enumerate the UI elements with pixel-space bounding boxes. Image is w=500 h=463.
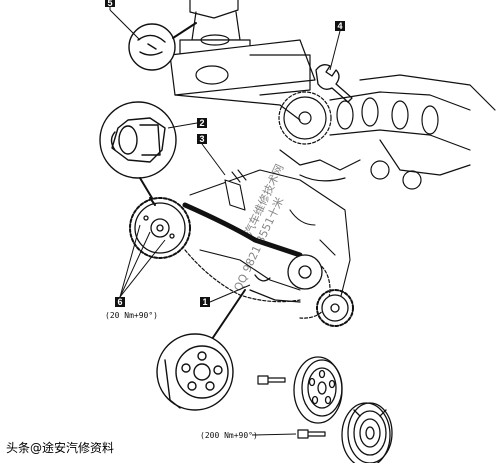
top-flange-assembly — [169, 0, 316, 121]
engine-front-housing — [189, 169, 351, 301]
callout-1: 1 — [200, 284, 251, 307]
callout-6-label: 6 — [117, 297, 122, 307]
caption: 头条@途安汽修资料 — [6, 440, 114, 455]
callout-5: 5 — [105, 0, 141, 41]
callout-4: 4 — [329, 21, 345, 71]
callout-5-label: 5 — [107, 0, 112, 8]
camshaft-sprocket-torque-label: (20 Nm+90°) — [105, 311, 158, 320]
magnifier-top — [128, 22, 197, 71]
callout-3: 3 — [197, 134, 226, 176]
callout-2-label: 2 — [199, 118, 204, 128]
crank-pulley — [293, 356, 343, 424]
vibration-damper — [341, 402, 393, 463]
camshaft-sprocket-torque: (20 Nm+90°) — [105, 311, 158, 320]
pulley-bolt-lower — [297, 429, 326, 439]
callout-3-label: 3 — [199, 134, 204, 144]
callout-4-label: 4 — [337, 21, 342, 31]
callout-6: 6 — [115, 224, 166, 307]
magnifier-tensioner — [99, 101, 177, 199]
pulley-bolt-upper — [257, 375, 286, 385]
crank-pulley-torque-label: (200 Nm+90°) — [200, 431, 258, 440]
crank-pulley-torque: (200 Nm+90°) — [200, 431, 297, 440]
crankshaft-sprocket — [249, 254, 354, 327]
magnifier-crank-pulley — [156, 333, 234, 411]
camshaft-sprocket — [129, 197, 191, 259]
callout-1-label: 1 — [202, 297, 207, 307]
wrench-icon — [315, 64, 353, 103]
leader-lines — [149, 197, 246, 346]
camshaft-assembly — [278, 74, 496, 190]
callout-2: 2 — [167, 118, 207, 129]
